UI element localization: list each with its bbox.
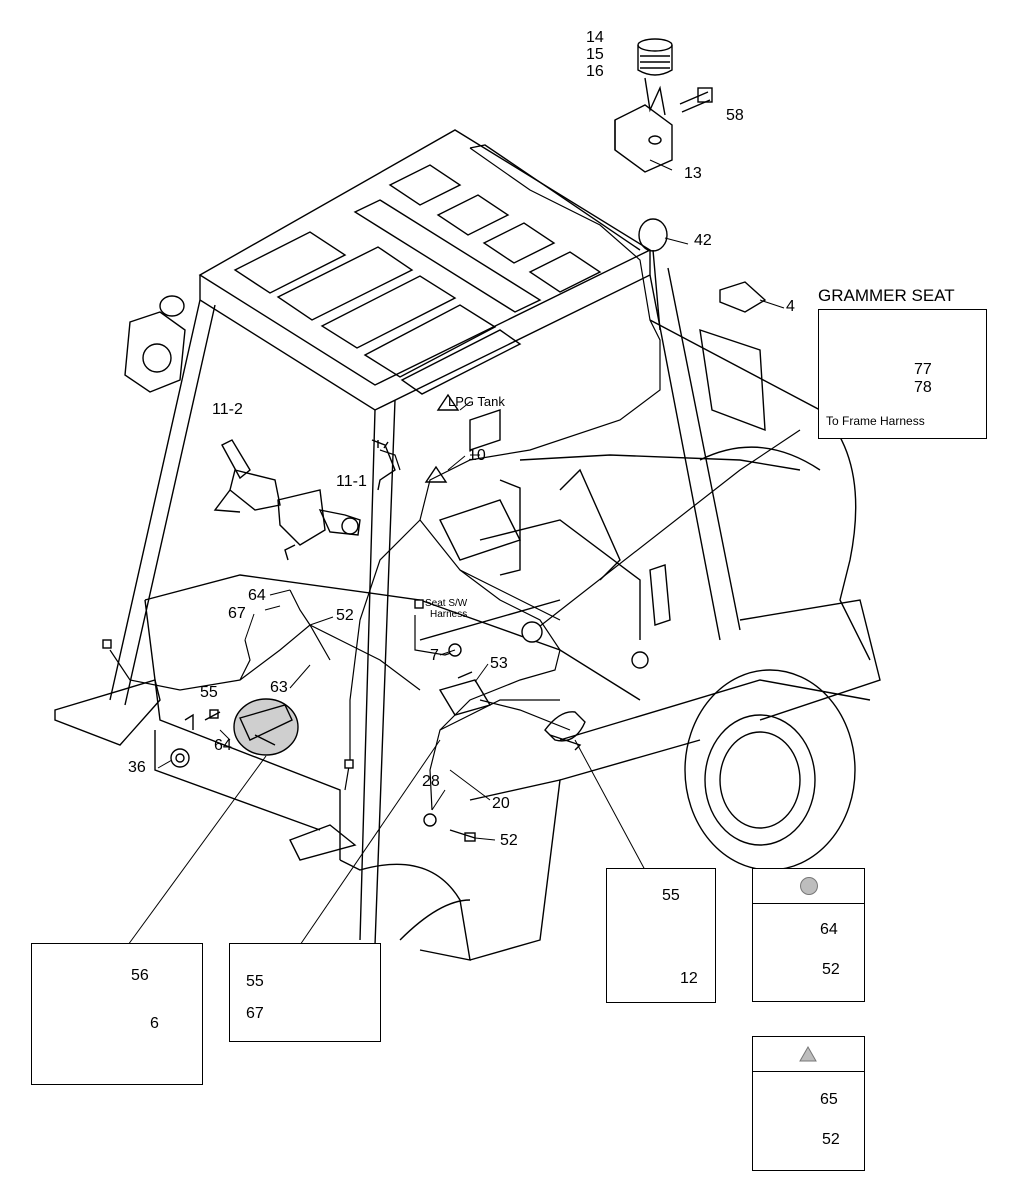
- inset-triangle-65: 65: [820, 1091, 838, 1108]
- callout-11-1: 11-1: [336, 473, 367, 490]
- lpg-harness-branch: [371, 409, 501, 491]
- lamp-42: [638, 218, 668, 331]
- callout-4: 4: [786, 298, 795, 315]
- callout-55a: 55: [200, 684, 218, 701]
- inset-circle-52: 52: [822, 961, 840, 978]
- callout-52b: 52: [500, 832, 518, 849]
- inset-pedal-56: 56: [131, 967, 149, 984]
- callout-14: 14: [586, 29, 604, 46]
- callout-53: 53: [490, 655, 508, 672]
- callout-64b: 64: [214, 737, 232, 754]
- inset-triangle-box: [752, 1036, 865, 1171]
- inset-pedal-6: 6: [150, 1015, 159, 1032]
- bracket-53: [438, 671, 492, 716]
- inset-clamp-67: 67: [246, 1005, 264, 1022]
- inset-buzzer-box: [606, 868, 716, 1003]
- inset-triangle-52: 52: [822, 1131, 840, 1148]
- bolt-58: [679, 87, 713, 113]
- triangle-symbol-icon: [799, 1045, 817, 1062]
- circle-symbol-icon: [800, 877, 818, 895]
- switch-11-1: [277, 489, 361, 561]
- inset-buzzer-12: 12: [680, 970, 698, 987]
- callout-52a: 52: [336, 607, 354, 624]
- seat-sw-label-line2: Harness: [430, 609, 468, 620]
- guard-posts: [109, 144, 741, 946]
- callout-13: 13: [684, 165, 702, 182]
- seat-base: [439, 468, 671, 626]
- beacon-lamp: [637, 38, 673, 116]
- callout-64a: 64: [248, 587, 266, 604]
- callout-42: 42: [694, 232, 712, 249]
- bolt-55: [204, 709, 221, 721]
- accelerator-pedal-shape: [239, 704, 293, 746]
- buzzer-12: [544, 711, 586, 751]
- inset-clamp-box: [229, 943, 381, 1042]
- callout-7: 7: [430, 647, 439, 664]
- beacon-bracket: [614, 104, 673, 173]
- work-light: [124, 295, 186, 393]
- bolt-52: [449, 829, 476, 842]
- wire-harness: [109, 147, 801, 811]
- inset-circle-header: [753, 869, 864, 904]
- triangle-markers: [424, 393, 460, 483]
- inset-triangle-header: [753, 1037, 864, 1072]
- callout-28: 28: [422, 773, 440, 790]
- callout-11-2: 11-2: [212, 401, 243, 418]
- callout-58: 58: [726, 107, 744, 124]
- accelerator-pedal-circle: [233, 698, 299, 756]
- callout-36: 36: [128, 759, 146, 776]
- callout-67: 67: [228, 605, 246, 622]
- callout-20: 20: [492, 795, 510, 812]
- grammer-callout-78: 78: [914, 379, 932, 396]
- grammer-note: To Frame Harness: [826, 414, 925, 428]
- horn-36: [170, 713, 194, 768]
- callout-10: 10: [468, 447, 486, 464]
- switch-11-2: [213, 439, 281, 513]
- callout-63: 63: [270, 679, 288, 696]
- inset-pedal-box: [31, 943, 203, 1085]
- grammer-seat-title: GRAMMER SEAT: [818, 286, 955, 305]
- inset-circle-box: [752, 868, 865, 1002]
- grammer-callout-77: 77: [914, 361, 932, 378]
- callout-16: 16: [586, 63, 604, 80]
- grammer-seat-box: [818, 309, 987, 439]
- seat-sw-label-line1: Seat S/W: [425, 598, 468, 609]
- inset-clamp-55: 55: [246, 973, 264, 990]
- rear-wheel: [684, 669, 856, 871]
- inset-buzzer-55: 55: [662, 887, 680, 904]
- lpg-tank-label: LPG Tank: [448, 394, 505, 409]
- callout-15: 15: [586, 46, 604, 63]
- overhead-guard: [198, 129, 652, 411]
- inset-circle-64: 64: [820, 921, 838, 938]
- leader-lines: [127, 159, 886, 946]
- lamp-4: [699, 281, 767, 432]
